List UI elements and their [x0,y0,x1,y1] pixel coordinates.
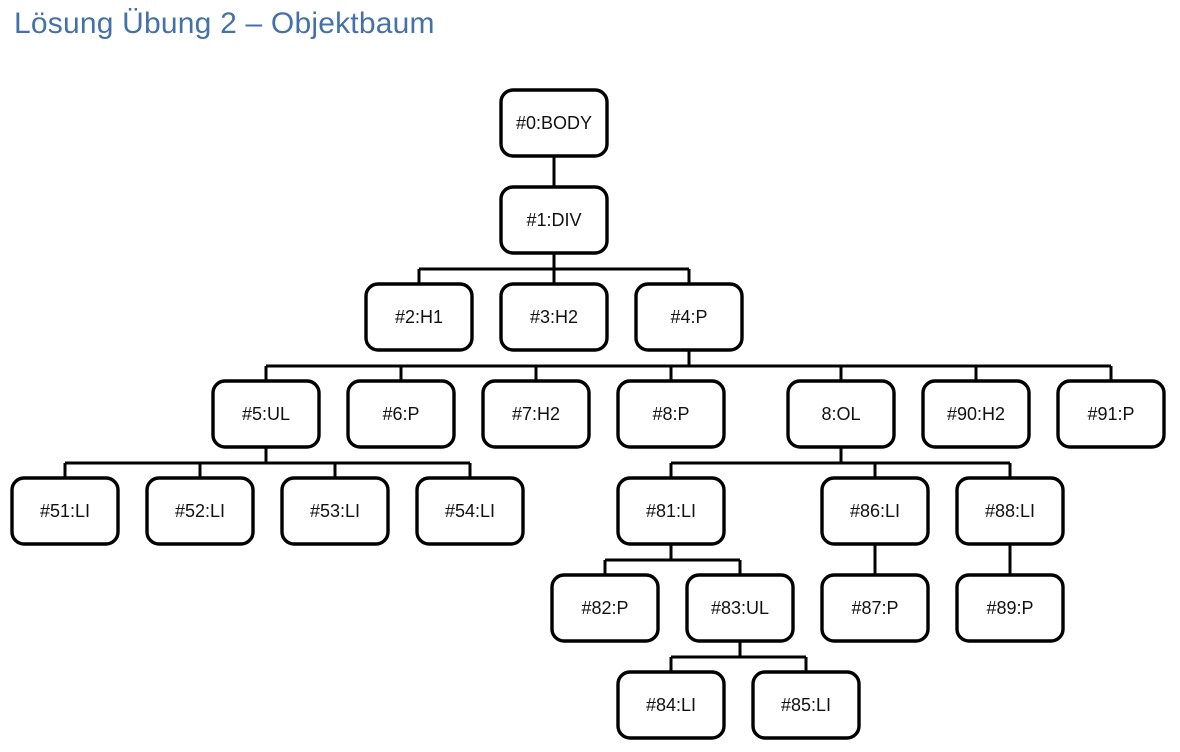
tree-node-box[interactable] [786,379,896,449]
tree-node-box[interactable] [1056,379,1166,449]
tree-node-box[interactable] [415,476,525,546]
tree-node[interactable]: #3:H2 [499,282,609,352]
tree-edge-layer [63,156,1113,672]
tree-node-box[interactable] [145,476,255,546]
tree-node-label: #6:P [382,404,419,424]
tree-node-label: 8:OL [821,404,860,424]
tree-node-label: #8:P [652,404,689,424]
tree-node-label: #85:LI [781,695,831,715]
tree-node-label: #52:LI [175,501,225,521]
tree-node-box[interactable] [921,379,1031,449]
tree-node[interactable]: #54:LI [415,476,525,546]
tree-node[interactable]: #1:DIV [499,185,609,255]
tree-node[interactable]: #51:LI [10,476,120,546]
tree-node-label: #53:LI [310,501,360,521]
tree-node-box[interactable] [481,379,591,449]
tree-node-label: #84:LI [646,695,696,715]
tree-node[interactable]: #82:P [550,573,660,643]
tree-node-label: #5:UL [242,404,290,424]
tree-node-label: #87:P [851,598,898,618]
tree-node-label: #89:P [986,598,1033,618]
tree-node[interactable]: #87:P [820,573,930,643]
tree-node[interactable]: #0:BODY [499,88,609,158]
tree-node[interactable]: #85:LI [751,670,861,740]
tree-node-layer: #0:BODY #1:DIV #2:H1 #3:H2 #4:P #5:UL #6:P #7:H… [10,88,1166,740]
tree-node-label: #86:LI [850,501,900,521]
tree-node-box[interactable] [10,476,120,546]
tree-node-box[interactable] [820,573,930,643]
tree-node-box[interactable] [499,282,609,352]
tree-node-label: #83:UL [711,598,769,618]
tree-node-box[interactable] [751,670,861,740]
tree-node-label: #2:H1 [395,307,443,327]
tree-node-label: #51:LI [40,501,90,521]
tree-node[interactable]: #7:H2 [481,379,591,449]
tree-node-label: #81:LI [646,501,696,521]
tree-node[interactable]: 8:OL [786,379,896,449]
tree-node[interactable]: #2:H1 [364,282,474,352]
tree-node-label: #4:P [670,307,707,327]
tree-node-box[interactable] [211,379,321,449]
tree-node-label: #1:DIV [526,210,581,230]
tree-node[interactable]: #89:P [955,573,1065,643]
tree-node-label: #0:BODY [516,113,592,133]
tree-node[interactable]: #84:LI [616,670,726,740]
tree-node-label: #88:LI [985,501,1035,521]
tree-node-box[interactable] [685,573,795,643]
tree-node-box[interactable] [955,476,1065,546]
tree-node-box[interactable] [616,476,726,546]
tree-node-box[interactable] [616,670,726,740]
tree-node[interactable]: #90:H2 [921,379,1031,449]
tree-node-label: #82:P [581,598,628,618]
tree-node[interactable]: #81:LI [616,476,726,546]
tree-node[interactable]: #88:LI [955,476,1065,546]
tree-node-box[interactable] [820,476,930,546]
tree-node[interactable]: #52:LI [145,476,255,546]
tree-node-label: #91:P [1087,404,1134,424]
tree-node[interactable]: #4:P [634,282,744,352]
tree-node-label: #7:H2 [512,404,560,424]
tree-node[interactable]: #53:LI [280,476,390,546]
tree-node-box[interactable] [634,282,744,352]
tree-node[interactable]: #86:LI [820,476,930,546]
tree-node[interactable]: #5:UL [211,379,321,449]
tree-node-label: #3:H2 [530,307,578,327]
tree-node-box[interactable] [499,185,609,255]
tree-node-label: #90:H2 [947,404,1005,424]
tree-node-box[interactable] [280,476,390,546]
tree-node-box[interactable] [955,573,1065,643]
page-title: Lösung Übung 2 – Objektbaum [14,7,435,40]
tree-node-box[interactable] [616,379,726,449]
tree-node[interactable]: #91:P [1056,379,1166,449]
tree-node-label: #54:LI [445,501,495,521]
tree-node[interactable]: #6:P [346,379,456,449]
tree-node-box[interactable] [550,573,660,643]
tree-node[interactable]: #83:UL [685,573,795,643]
tree-node-box[interactable] [346,379,456,449]
tree-node-box[interactable] [364,282,474,352]
tree-node-box[interactable] [499,88,609,158]
tree-node[interactable]: #8:P [616,379,726,449]
